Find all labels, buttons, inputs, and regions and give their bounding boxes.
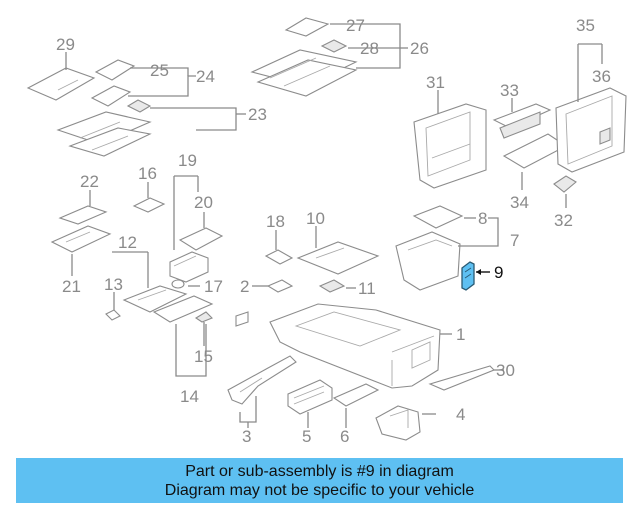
part-6-drawing	[332, 383, 380, 428]
callout-5: 5	[302, 427, 311, 446]
callout-28: 28	[360, 39, 379, 58]
callout-29: 29	[56, 35, 75, 54]
callout-2: 2	[240, 277, 249, 296]
callout-17: 17	[204, 277, 223, 296]
part-30-drawing	[428, 365, 504, 391]
part-23-drawing	[56, 99, 152, 157]
part-28-drawing	[320, 39, 348, 53]
callout-25: 25	[150, 61, 169, 80]
callout-11: 11	[358, 279, 376, 298]
callout-14: 14	[180, 387, 199, 406]
callout-35: 35	[576, 16, 595, 35]
part-27-drawing	[284, 17, 330, 37]
part-16-drawing	[132, 182, 166, 213]
callout-30: 30	[496, 361, 515, 380]
part-17-drawing	[171, 279, 200, 289]
callout-22: 22	[80, 172, 99, 191]
callout-32: 32	[554, 211, 573, 230]
part-26-drawing	[250, 49, 358, 97]
part-35-drawing	[555, 87, 627, 173]
part-12-drawing	[122, 285, 188, 313]
info-banner: Part or sub-assembly is #9 in diagram Di…	[16, 458, 623, 503]
part-33-drawing	[492, 98, 552, 139]
parts-diagram: 29 25 24 23 27 28 26 35 36 31 33 34 32 1…	[26, 16, 627, 446]
callout-26: 26	[410, 39, 429, 58]
callout-4: 4	[456, 405, 465, 424]
callout-21: 21	[62, 277, 81, 296]
callout-12: 12	[118, 233, 137, 252]
callout-19: 19	[178, 151, 197, 170]
part-20-drawing	[178, 212, 224, 251]
callout-23: 23	[248, 105, 267, 124]
callout-27: 27	[346, 16, 365, 35]
banner-line-part-info: Part or sub-assembly is #9 in diagram	[185, 462, 454, 480]
callout-33: 33	[500, 81, 519, 100]
callout-6: 6	[340, 427, 349, 446]
part-3-drawing	[227, 355, 297, 405]
callout-9: 9	[494, 263, 503, 282]
callout-1: 1	[456, 325, 465, 344]
callout-36: 36	[592, 67, 611, 86]
callout-31: 31	[426, 73, 445, 92]
callout-13: 13	[104, 275, 123, 294]
part-8-drawing	[412, 205, 476, 229]
callout-18: 18	[266, 212, 285, 231]
callout-10: 10	[306, 209, 325, 228]
part-4-drawing	[375, 405, 436, 441]
part-19-drawing	[169, 251, 209, 283]
part-22-drawing	[58, 190, 108, 225]
callout-15: 15	[194, 347, 213, 366]
part-9-drawing	[461, 261, 490, 291]
part-31-drawing	[413, 90, 487, 189]
part-2-drawing	[235, 279, 294, 327]
callout-3: 3	[242, 427, 251, 446]
callout-34: 34	[510, 193, 529, 212]
callout-8: 8	[478, 209, 487, 228]
part-21-drawing	[50, 225, 112, 276]
part-7-drawing	[395, 231, 461, 291]
part-11-drawing	[318, 279, 356, 293]
part-5-drawing	[287, 379, 333, 428]
part-1-drawing	[269, 303, 452, 389]
part-14-drawing	[152, 295, 214, 323]
part-10-drawing	[296, 226, 380, 275]
callout-20: 20	[194, 193, 213, 212]
part-13-drawing	[105, 292, 121, 321]
banner-line-disclaimer: Diagram may not be specific to your vehi…	[164, 481, 475, 499]
part-29-drawing	[26, 52, 96, 101]
callout-7: 7	[510, 231, 519, 250]
part-25-drawing	[90, 59, 136, 107]
part-32-drawing	[553, 175, 577, 208]
callout-16: 16	[138, 164, 157, 183]
callout-24: 24	[196, 67, 215, 86]
part-18-drawing	[264, 230, 294, 265]
